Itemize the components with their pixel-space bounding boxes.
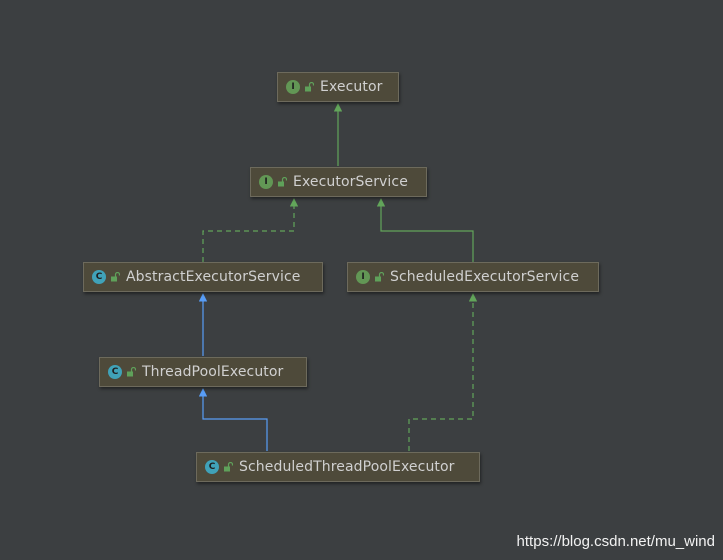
watermark-url: https://blog.csdn.net/mu_wind <box>516 533 715 550</box>
node-label: AbstractExecutorService <box>126 269 301 285</box>
edge-scheduledthreadpoolexecutor-to-scheduledexecutorservice <box>408 293 478 451</box>
unlocked-padlock-icon <box>305 82 314 92</box>
edge-scheduledthreadpoolexecutor-to-threadpoolexecutor <box>198 388 268 451</box>
node-label: ScheduledExecutorService <box>390 269 580 285</box>
class-icon: C <box>92 270 106 284</box>
class-icon: C <box>205 460 219 474</box>
node-scheduledexecutorservice[interactable]: I ScheduledExecutorService <box>347 262 599 292</box>
unlocked-padlock-icon <box>111 272 120 282</box>
node-threadpoolexecutor[interactable]: C ThreadPoolExecutor <box>99 357 307 387</box>
node-abstractexecutorservice[interactable]: C AbstractExecutorService <box>83 262 323 292</box>
unlocked-padlock-icon <box>127 367 136 377</box>
node-label: ScheduledThreadPoolExecutor <box>239 459 455 475</box>
edge-scheduledexecutorservice-to-executorservice <box>376 198 474 262</box>
unlocked-padlock-icon <box>224 462 233 472</box>
node-executor[interactable]: I Executor <box>277 72 399 102</box>
node-label: ExecutorService <box>293 174 408 190</box>
node-label: ThreadPoolExecutor <box>142 364 284 380</box>
interface-icon: I <box>286 80 300 94</box>
node-executorservice[interactable]: I ExecutorService <box>250 167 427 197</box>
unlocked-padlock-icon <box>375 272 384 282</box>
node-label: Executor <box>320 79 383 95</box>
node-scheduledthreadpoolexecutor[interactable]: C ScheduledThreadPoolExecutor <box>196 452 480 482</box>
class-icon: C <box>108 365 122 379</box>
interface-icon: I <box>356 270 370 284</box>
edge-abstractexecutorservice-to-executorservice <box>202 198 299 262</box>
interface-icon: I <box>259 175 273 189</box>
unlocked-padlock-icon <box>278 177 287 187</box>
